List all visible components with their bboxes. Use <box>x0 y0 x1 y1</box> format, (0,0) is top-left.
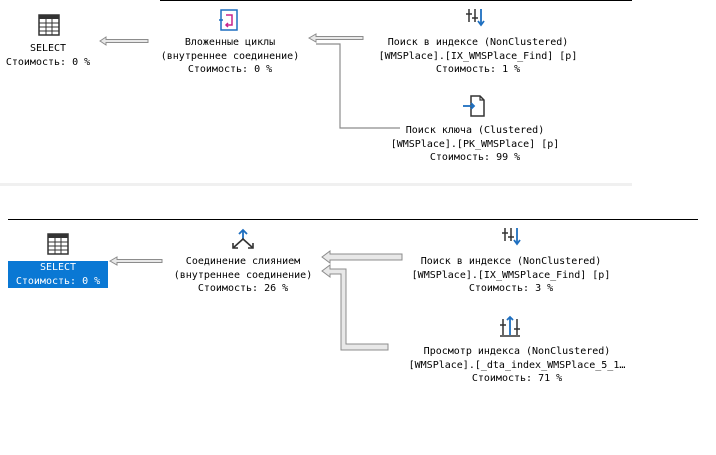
index-seek-icon <box>466 9 485 27</box>
arrow-index-scan-to-merge-join <box>321 264 389 351</box>
plan-2-top-border <box>8 219 698 220</box>
merge-join-icon <box>232 228 254 249</box>
select-cost: Стоимость: 0 % <box>15 275 101 287</box>
plan-2-arrows <box>108 250 403 351</box>
select-icon <box>47 233 69 255</box>
key-lookup-object: [WMSPlace].[PK_WMSPlace] [p] <box>390 138 560 150</box>
nested-loops-subtitle: (внутреннее соединение) <box>160 50 300 62</box>
plan-1-arrows <box>99 33 400 129</box>
select-label: SELECT <box>29 43 67 54</box>
execution-plan-2: SELECT Стоимость: 0 % Соединение слияние… <box>0 219 716 455</box>
index-seek-object: [WMSPlace].[IX_WMSPlace_Find] [p] <box>378 50 578 62</box>
index-scan-name: Просмотр индекса (NonClustered) <box>423 346 611 357</box>
index-seek-name: Поиск в индексе (NonClustered) <box>420 256 602 267</box>
plan-1-bottom-band <box>0 183 632 186</box>
select-cost: Стоимость: 0 % <box>5 56 91 68</box>
select-label: SELECT <box>39 262 77 273</box>
index-seek-object: [WMSPlace].[IX_WMSPlace_Find] [p] <box>411 269 611 281</box>
key-lookup-cost: Стоимость: 99 % <box>429 152 521 163</box>
select-node[interactable]: SELECT Стоимость: 0 % <box>0 42 96 69</box>
arrow-index-seek-to-merge-join <box>321 250 403 264</box>
merge-join-cost: Стоимость: 26 % <box>197 283 289 294</box>
index-seek-node[interactable]: Поиск в индексе (NonClustered) [WMSPlace… <box>396 255 626 296</box>
nested-loops-node[interactable]: Вложенные циклы (внутреннее соединение) … <box>150 36 310 77</box>
key-lookup-icon <box>463 95 485 117</box>
index-scan-node[interactable]: Просмотр индекса (NonClustered) [WMSPlac… <box>392 345 642 386</box>
arrow-nested-loops-to-select <box>99 36 149 46</box>
arrow-key-lookup-to-nested-loops <box>316 43 400 129</box>
key-lookup-name: Поиск ключа (Clustered) <box>405 125 545 136</box>
index-scan-cost: Стоимость: 71 % <box>471 373 563 384</box>
index-seek-icon <box>502 228 521 246</box>
nested-loops-name: Вложенные циклы <box>184 37 276 48</box>
index-seek-cost: Стоимость: 1 % <box>435 64 521 75</box>
arrow-merge-join-to-select <box>108 256 163 266</box>
merge-join-subtitle: (внутреннее соединение) <box>173 269 313 281</box>
merge-join-name: Соединение слиянием <box>185 256 301 267</box>
merge-join-node[interactable]: Соединение слиянием (внутреннее соединен… <box>160 255 326 296</box>
plan-1-top-border <box>160 0 632 1</box>
key-lookup-node[interactable]: Поиск ключа (Clustered) [WMSPlace].[PK_W… <box>380 124 570 165</box>
index-seek-name: Поиск в индексе (NonClustered) <box>387 37 569 48</box>
index-seek-node[interactable]: Поиск в индексе (NonClustered) [WMSPlace… <box>363 36 593 77</box>
index-scan-object: [WMSPlace].[_dta_index_WMSPlace_5_1… <box>408 359 626 371</box>
arrow-index-seek-to-nested-loops <box>307 33 364 43</box>
index-seek-cost: Стоимость: 3 % <box>468 283 554 294</box>
select-node-selected[interactable]: SELECT Стоимость: 0 % <box>8 261 108 288</box>
execution-plan-1: SELECT Стоимость: 0 % Вложенные циклы (в… <box>0 0 632 186</box>
nested-loops-cost: Стоимость: 0 % <box>187 64 273 75</box>
index-scan-icon <box>500 315 520 337</box>
select-icon <box>38 14 60 36</box>
nested-loops-icon <box>219 9 238 31</box>
